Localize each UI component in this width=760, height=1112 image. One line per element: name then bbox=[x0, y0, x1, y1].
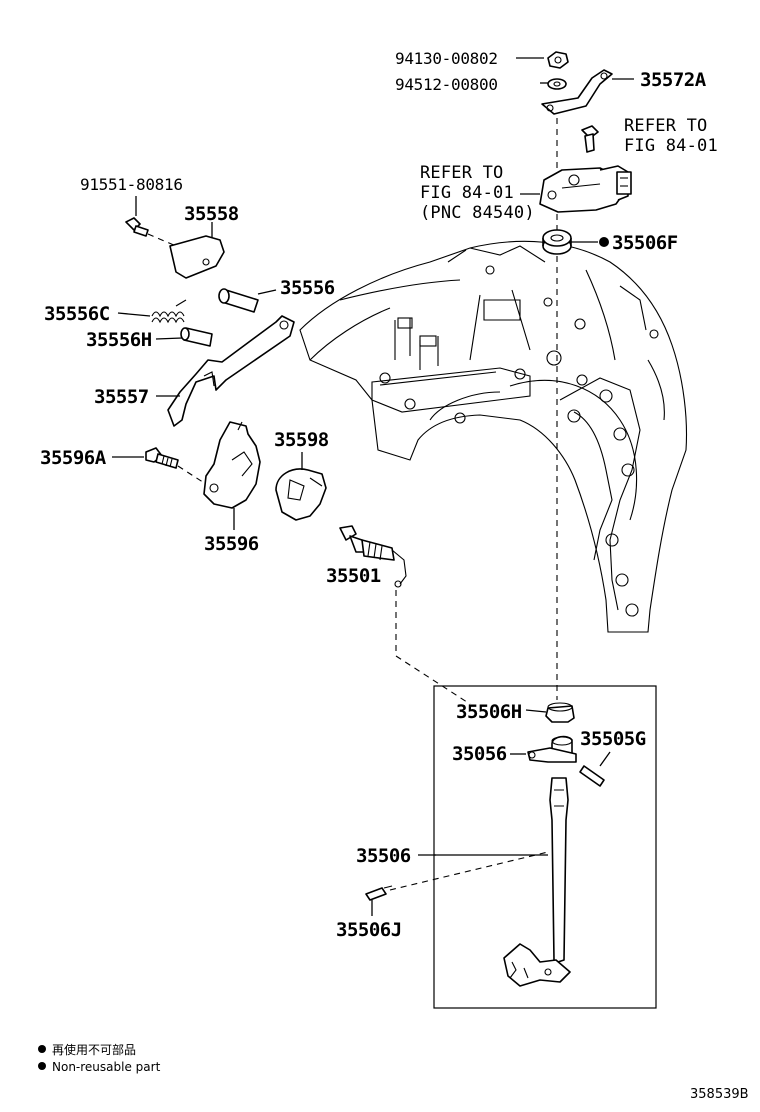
pin-35556H bbox=[180, 327, 213, 347]
pin-35505G bbox=[579, 765, 605, 787]
case-bolt-holes bbox=[379, 265, 659, 617]
legend-text-jp: 再使用不可部品 bbox=[52, 1042, 136, 1057]
pin-35556 bbox=[218, 288, 259, 313]
label-35505G: 35505G bbox=[580, 728, 646, 750]
ref-bolt-line2: FIG 84-01 bbox=[624, 136, 718, 156]
label-35506J: 35506J bbox=[336, 919, 402, 941]
label-35506H: 35506H bbox=[456, 701, 522, 723]
nut-94130 bbox=[547, 51, 569, 69]
detent-cam-35598 bbox=[275, 468, 327, 521]
detent-plate-35596 bbox=[203, 421, 261, 509]
label-35598: 35598 bbox=[274, 429, 329, 451]
spring-35556C bbox=[151, 299, 187, 324]
label-35506F: 35506F bbox=[612, 232, 678, 254]
label-94130-00802: 94130-00802 bbox=[395, 49, 498, 68]
ref-switch-line1: REFER TO bbox=[420, 163, 503, 183]
label-35596: 35596 bbox=[204, 533, 259, 555]
oil-seal-35506F bbox=[542, 229, 572, 255]
plate-35558 bbox=[169, 235, 225, 279]
ref-switch-line2: FIG 84-01 bbox=[420, 183, 514, 203]
legend-text-en: Non-reusable part bbox=[52, 1060, 161, 1074]
ref-bolt-line1: REFER TO bbox=[624, 116, 707, 136]
label-91551-80816: 91551-80816 bbox=[80, 175, 183, 194]
non-reusable-marker bbox=[599, 237, 609, 247]
label-35506: 35506 bbox=[356, 845, 411, 867]
label-35556: 35556 bbox=[280, 277, 335, 299]
washer-94512 bbox=[547, 78, 567, 90]
transmission-case bbox=[299, 240, 688, 633]
bolt-91551 bbox=[125, 217, 149, 237]
legend-marker-en bbox=[38, 1062, 46, 1070]
label-35556H: 35556H bbox=[86, 329, 152, 351]
diagram-code: 358539B bbox=[690, 1087, 749, 1102]
legend-marker-jp bbox=[38, 1045, 46, 1053]
switch-bolt bbox=[581, 125, 599, 153]
ref-switch-line3: (PNC 84540) bbox=[420, 203, 535, 223]
pin-35506J bbox=[365, 885, 393, 901]
label-35056: 35056 bbox=[452, 743, 507, 765]
detail-box bbox=[433, 685, 657, 1009]
label-35501: 35501 bbox=[326, 565, 381, 587]
bolt-35596A bbox=[145, 447, 179, 469]
legend: 再使用不可部品 Non-reusable part bbox=[38, 1042, 161, 1074]
label-35596A: 35596A bbox=[40, 447, 107, 469]
label-35556C: 35556C bbox=[44, 303, 110, 325]
label-35572A: 35572A bbox=[640, 69, 707, 91]
label-35558: 35558 bbox=[184, 203, 239, 225]
label-94512-00800: 94512-00800 bbox=[395, 75, 498, 94]
shaft-35506 bbox=[503, 777, 571, 987]
neutral-start-switch bbox=[539, 165, 632, 213]
lever-35557 bbox=[167, 315, 295, 427]
sleeve-35506H bbox=[545, 702, 575, 723]
bracket-35572A bbox=[541, 69, 613, 115]
rod-35501 bbox=[339, 525, 407, 588]
lever-35056 bbox=[527, 735, 577, 763]
label-35557: 35557 bbox=[94, 386, 149, 408]
